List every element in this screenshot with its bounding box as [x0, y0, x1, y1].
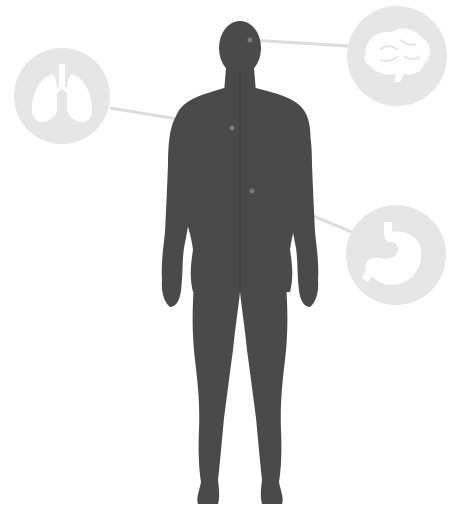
lungs-circle — [14, 48, 110, 144]
stomach-badge — [346, 205, 446, 305]
left-leg — [193, 285, 240, 504]
stomach-dot — [250, 189, 255, 194]
brain-badge — [347, 6, 447, 106]
right-leg — [240, 285, 287, 504]
left-arm — [162, 112, 196, 307]
head — [219, 21, 261, 75]
lungs-dot — [230, 126, 235, 131]
lungs-badge — [14, 48, 110, 144]
brain-connector — [250, 40, 348, 46]
brain-dot — [248, 38, 253, 43]
